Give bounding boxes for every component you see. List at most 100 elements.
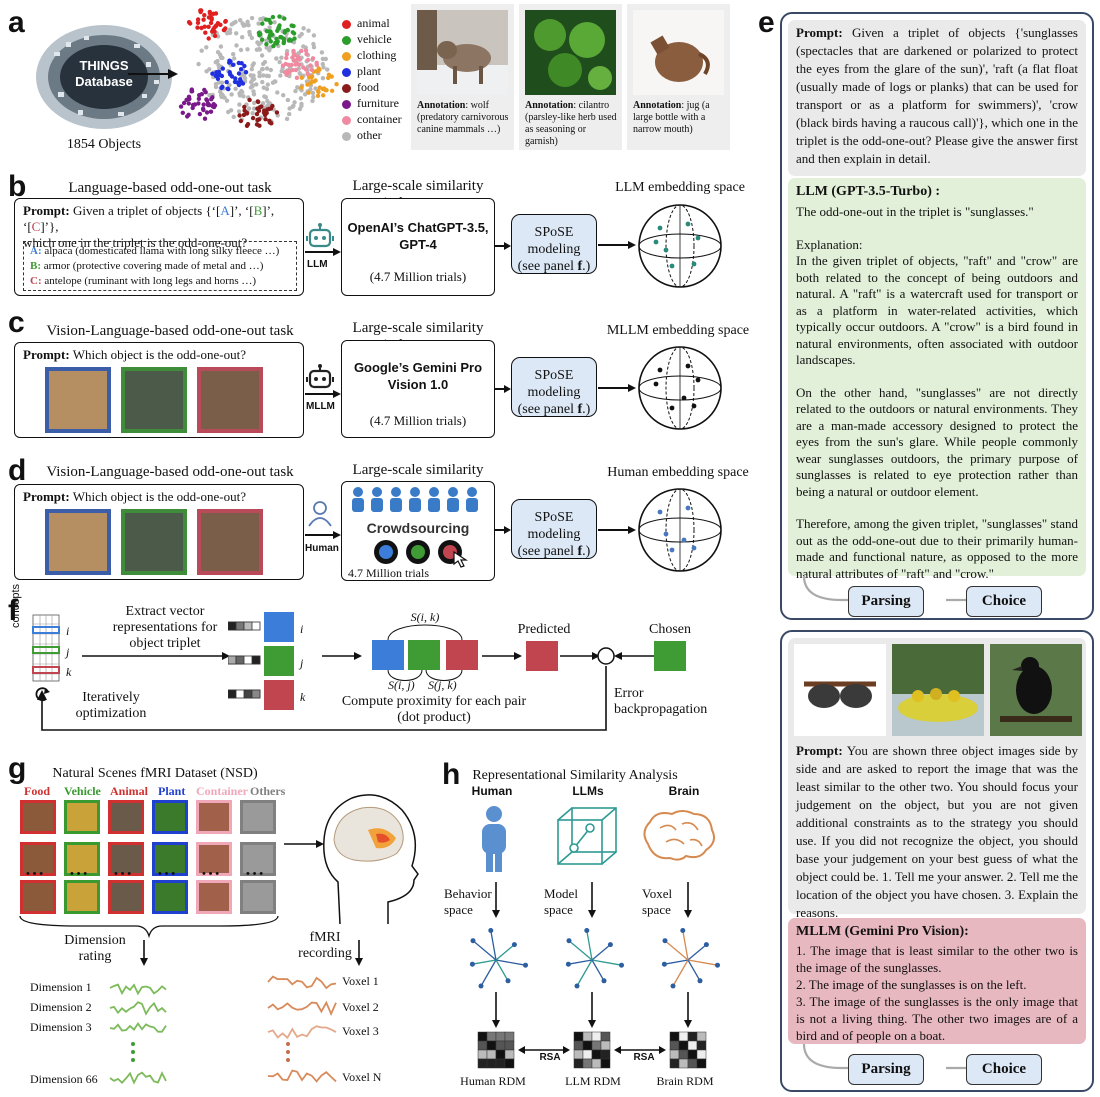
rdm-cell — [669, 1049, 680, 1060]
parsing-button: Parsing — [848, 586, 924, 617]
mllm-embedding-sphere — [638, 346, 722, 430]
space-line2: space — [444, 902, 473, 917]
objects-count: 1854 Objects — [66, 137, 142, 152]
vec-j-label: j — [300, 656, 304, 670]
iterative-line2: optimization — [75, 706, 147, 721]
scatter-point — [284, 72, 289, 78]
ellipsis-dot — [286, 1058, 290, 1062]
scatter-point — [305, 57, 311, 63]
signal-trace — [109, 1022, 167, 1033]
signal-trace — [267, 1025, 337, 1040]
space-line2: space — [642, 902, 671, 917]
dimension-rating: Dimension rating — [50, 933, 140, 965]
dim-rating-line1: Dimension — [64, 933, 126, 948]
scatter-point — [249, 67, 254, 72]
db-title-line1: THINGS — [79, 58, 129, 73]
person-body — [409, 498, 421, 512]
prompt-key: Prompt: — [23, 347, 70, 362]
scatter-point — [219, 55, 224, 60]
nsd-image — [20, 800, 56, 834]
scatter-point — [280, 63, 286, 68]
scatter-point — [298, 96, 303, 101]
scatter-point — [222, 95, 227, 100]
tsne-scatter — [178, 8, 339, 128]
scatter-point — [291, 48, 296, 54]
annotation-wolf: Annotation: wolf (predatory carnivorous … — [417, 100, 511, 136]
embedding-point — [685, 221, 691, 227]
panel-label-f: f — [8, 594, 18, 627]
option-b: B: armor (protective covering made of me… — [30, 259, 290, 274]
rdm-cell — [582, 1049, 593, 1060]
spose-line3-post: .) — [582, 544, 591, 559]
armor-image — [121, 367, 187, 433]
embedding-point — [685, 363, 691, 369]
scatter-point — [279, 55, 284, 60]
d-spose-box: SPoSE modeling (see panel f.) — [511, 499, 597, 559]
rdm-cell — [504, 1040, 515, 1051]
scatter-point — [209, 16, 214, 21]
h-title: Representational Similarity Analysis — [472, 768, 678, 783]
scatter-point — [242, 104, 247, 110]
panel-label-d: d — [8, 454, 27, 487]
rdm-cell — [486, 1049, 497, 1060]
scatter-point — [275, 90, 280, 95]
embedding-point — [661, 961, 667, 967]
error-text: Error backpropagation — [614, 686, 707, 718]
scatter-point — [228, 108, 234, 113]
scatter-point — [260, 66, 265, 72]
scatter-point — [201, 17, 206, 22]
scatter-point — [313, 86, 318, 91]
b-agent-label: LLM — [307, 259, 328, 270]
scatter-point — [215, 76, 221, 82]
person-icon — [372, 487, 382, 497]
embedding-point — [695, 235, 701, 241]
llm-embedding-sphere — [638, 204, 722, 288]
rdm-cell — [573, 1049, 584, 1060]
space-line2: space — [544, 902, 573, 917]
rdm-cell — [477, 1031, 488, 1042]
nsd-image — [64, 880, 100, 914]
scatter-point — [246, 23, 251, 28]
scatter-point — [206, 24, 211, 29]
legend-label: plant — [357, 64, 381, 78]
scatter-point — [287, 111, 292, 117]
scatter-point — [215, 50, 221, 55]
scatter-point — [268, 67, 273, 73]
scatter-point — [252, 100, 257, 106]
prompt-body: You are shown three object images side b… — [796, 743, 1078, 920]
scatter-point — [260, 21, 265, 26]
prompt-key: Prompt: — [796, 25, 843, 40]
embedding-point — [663, 531, 669, 537]
arrow-right-icon — [495, 526, 511, 534]
llm-body: The odd-one-out in the triplet is "sungl… — [796, 204, 1078, 582]
c-prompt-box: Prompt: Which object is the odd-one-out? — [14, 342, 304, 438]
compute-line2: (dot product) — [397, 710, 471, 725]
scatter-point — [203, 90, 208, 95]
scatter-point — [238, 47, 244, 53]
prompt1-text: Prompt: Given a triplet of objects {'sun… — [796, 24, 1078, 168]
panel-label-c: c — [8, 306, 25, 339]
scatter-point — [293, 67, 299, 73]
annotation-cilantro: Annotation: cilantro (parsley-like herb … — [525, 100, 619, 148]
scatter-point — [204, 69, 209, 74]
prompt-post: ]’}, — [40, 219, 59, 234]
dimension-label: Dimension 1 — [30, 980, 92, 994]
rdm-cell — [678, 1049, 689, 1060]
scatter-point — [291, 52, 297, 57]
legend-item: furniture — [342, 96, 399, 111]
scatter-point — [240, 89, 245, 95]
rdm-cell — [600, 1040, 611, 1051]
rsa-label-left: RSA — [539, 1052, 561, 1063]
rdm-cell — [678, 1031, 689, 1042]
crow-image — [990, 644, 1082, 736]
b-prompt-box: Prompt: Given a triplet of objects {‘[A]… — [14, 198, 304, 296]
person-icon — [353, 487, 363, 497]
embedding-vectors — [228, 612, 294, 710]
legend-label: furniture — [357, 96, 399, 110]
spose-panel-ref: f — [577, 259, 583, 274]
scatter-point — [314, 60, 319, 65]
raft-image — [892, 644, 984, 736]
embedding-point — [670, 983, 676, 989]
scatter-point — [310, 56, 316, 61]
rdm-cell — [486, 1040, 497, 1051]
